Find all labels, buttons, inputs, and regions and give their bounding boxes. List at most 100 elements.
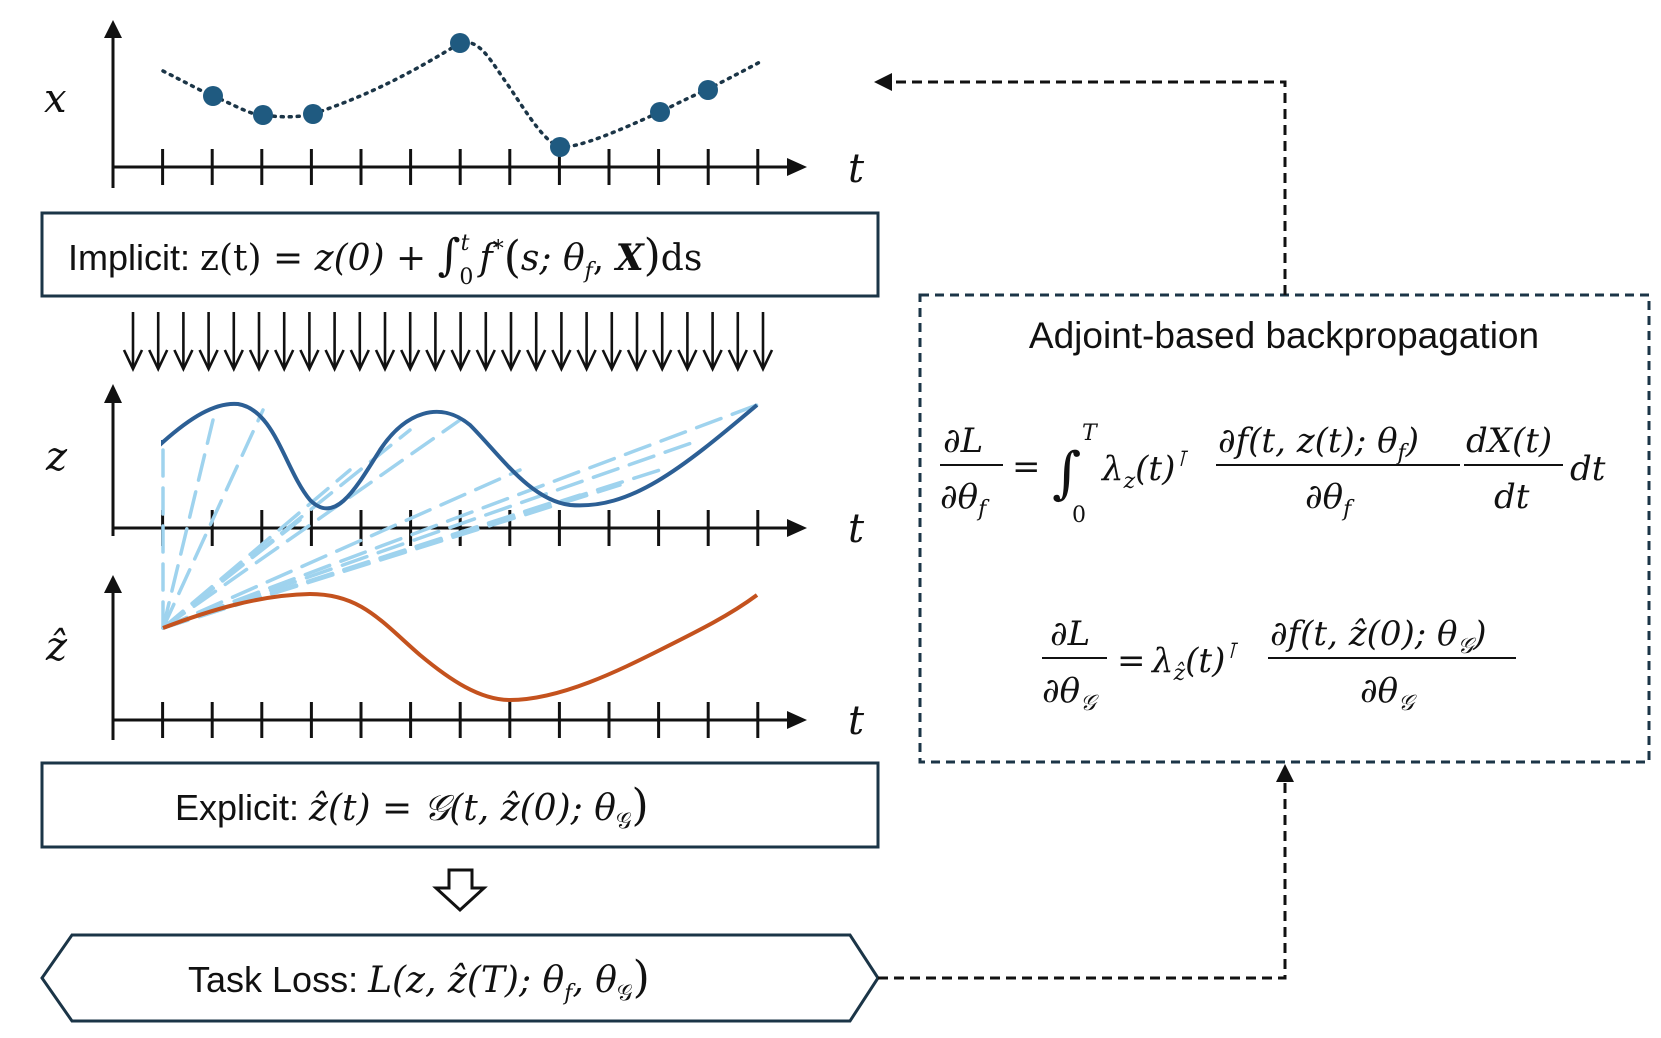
down-arrow-head: [425, 349, 446, 373]
z-plot-y-label: z: [45, 434, 68, 480]
z-curve: [161, 401, 759, 511]
down-arrow-row: [122, 312, 774, 373]
down-arrow-head: [450, 349, 471, 373]
down-arrow-head: [148, 349, 169, 373]
down-arrow-head: [400, 349, 421, 373]
x-plot-y-arrowhead: [104, 20, 122, 38]
feedback-connectors: [878, 80, 1287, 980]
down-arrow-head: [677, 349, 698, 373]
down-arrow-head: [601, 349, 622, 373]
zhat-plot-y-label: ẑ: [45, 624, 68, 670]
explicit-box: Explicit: ẑ(t) = 𝒢(t, ẑ(0); θ𝒢): [40, 761, 880, 849]
x-data-points: [203, 33, 718, 157]
arrowhead-to-x-plot: [874, 73, 892, 91]
zhat-plot-x-label: t: [848, 698, 865, 744]
dashed-line-8: [161, 468, 522, 630]
explicit-equation: Explicit: ẑ(t) = 𝒢(t, ẑ(0); θ𝒢): [175, 780, 649, 834]
zhat-plot-y-arrowhead: [104, 575, 122, 593]
zhat-plot-ticks: [161, 702, 760, 738]
down-arrow-head: [626, 349, 648, 373]
eq1-upper: T: [1082, 421, 1099, 446]
x-dotted-curve: [161, 40, 762, 149]
down-arrow-head: [274, 349, 295, 373]
dashed-line-7: [161, 418, 462, 630]
down-arrow-head: [475, 349, 496, 373]
adjoint-equation-2: ∂L ∂θ𝒢 = λẑ(t)⊺ ∂f(t, ẑ(0); θ𝒢) ∂θ𝒢: [1042, 614, 1516, 716]
eq2-frac2-num: ∂f(t, ẑ(0); θ𝒢): [1270, 614, 1486, 659]
down-arrow-head: [727, 349, 748, 373]
dashed-line-13: [161, 438, 702, 630]
dashed-line-6: [161, 428, 412, 630]
eq1-frac3-num: dX(t): [1466, 421, 1552, 461]
down-arrow-head: [324, 349, 345, 373]
eq2-lambda: λẑ(t)⊺: [1150, 639, 1238, 686]
data-point: [303, 104, 323, 124]
zhat-plot-x-arrowhead: [787, 711, 807, 729]
eq1-lhs-den: ∂θf: [940, 477, 990, 522]
down-arrow-head: [173, 349, 194, 373]
eq1-frac2-num: ∂f(t, z(t); θf): [1218, 421, 1419, 466]
connector-loss-to-adjoint: [878, 780, 1287, 980]
explicit-box-frame: [40, 761, 880, 849]
down-arrow-head: [223, 349, 244, 373]
adjoint-box: Adjoint-based backpropagation ∂L ∂θf = ∫…: [918, 293, 1651, 764]
adjoint-title: Adjoint-based backpropagation: [1029, 315, 1539, 356]
x-plot-x-arrowhead: [787, 158, 807, 176]
plot-z: z t: [45, 384, 865, 552]
down-arrow-head: [374, 349, 396, 373]
task-loss-frame: [40, 933, 880, 1023]
dashed-line-3: [161, 408, 265, 630]
plot-x: x t: [44, 20, 865, 192]
eq2-equals: =: [1117, 641, 1146, 681]
eq1-frac3-den: dt: [1494, 477, 1530, 517]
plot-z-hat: ẑ t: [45, 575, 865, 744]
adjoint-box-frame: [918, 293, 1651, 764]
dashed-trajectories: [161, 403, 759, 630]
data-point: [203, 86, 223, 106]
down-arrow-head: [198, 349, 219, 373]
task-loss-box: Task Loss: L(z, ẑ(T); θf, θ𝒢): [40, 933, 880, 1023]
implicit-box-frame: [40, 211, 880, 298]
connector-adjoint-to-x-plot: [888, 80, 1287, 295]
data-point: [698, 80, 718, 100]
hollow-down-arrow: [432, 868, 488, 913]
down-arrow-head: [551, 349, 572, 373]
data-point: [253, 105, 273, 125]
data-point: [450, 33, 470, 53]
down-arrow-head: [349, 349, 370, 373]
x-plot-x-label: t: [848, 146, 865, 192]
down-arrow-head: [299, 349, 320, 373]
data-point: [650, 102, 670, 122]
z-plot-y-arrowhead: [104, 384, 122, 403]
down-arrow-head: [652, 349, 673, 373]
dashed-line-14: [161, 403, 759, 630]
z-plot-x-arrowhead: [787, 519, 807, 537]
eq1-lower: 0: [1072, 503, 1086, 528]
down-arrow-head: [500, 349, 522, 373]
dashed-line-2: [161, 418, 215, 630]
eq2-frac2-den: ∂θ𝒢: [1360, 671, 1417, 716]
down-arrow-head: [702, 349, 723, 373]
x-plot-y-label: x: [44, 76, 67, 122]
down-arrow-head: [576, 349, 597, 373]
z-plot-x-label: t: [848, 506, 865, 552]
down-arrow-head: [752, 349, 774, 373]
data-point: [550, 137, 570, 157]
down-arrow-head: [526, 349, 547, 373]
arrowhead-to-adjoint: [1276, 764, 1294, 782]
down-arrow-head: [122, 349, 144, 373]
eq1-dt: dt: [1570, 449, 1606, 489]
task-loss-equation: Task Loss: L(z, ẑ(T); θf, θ𝒢): [188, 952, 650, 1006]
eq1-lhs-num: ∂L: [943, 421, 983, 461]
eq2-lhs-num: ∂L: [1050, 614, 1090, 654]
eq2-lhs-den: ∂θ𝒢: [1042, 671, 1099, 716]
eq1-integral: ∫: [1052, 441, 1081, 506]
adjoint-equation-1: ∂L ∂θf = ∫ T 0 λz(t)⊺ ∂f(t, z(t); θf) ∂θ…: [940, 421, 1606, 528]
down-arrow-head: [248, 349, 270, 373]
z-hat-curve: [162, 591, 759, 703]
eq1-lambda: λz(t)⊺: [1100, 447, 1188, 494]
eq1-equals: =: [1012, 447, 1041, 487]
